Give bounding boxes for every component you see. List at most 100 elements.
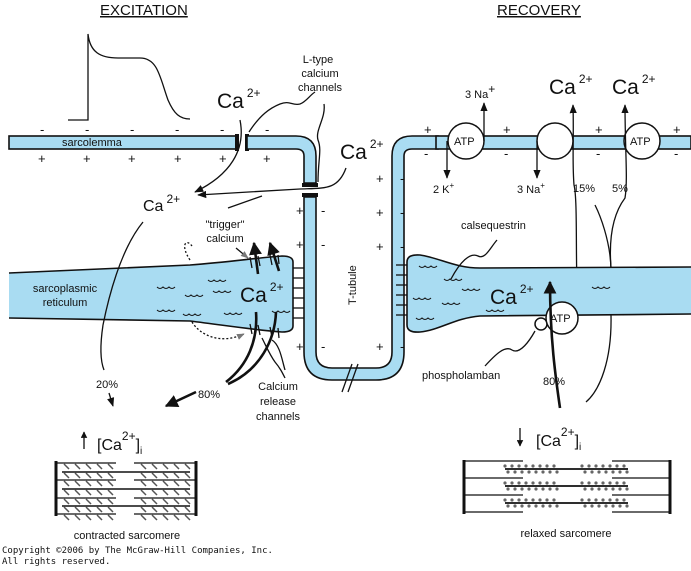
t-tubule-break-mark: [341, 363, 353, 393]
efflux-branch: [594, 204, 612, 269]
myosin-head: [184, 506, 191, 513]
myosin-head: [608, 481, 612, 485]
myosin-head: [107, 498, 114, 505]
percent-5: 5%: [612, 183, 628, 195]
myosin-head: [107, 514, 114, 521]
release-label-1: Calcium: [258, 381, 298, 393]
plus-sign: +: [376, 239, 384, 254]
myosin-head: [548, 504, 552, 508]
myosin-head: [552, 464, 556, 468]
minus-sign: -: [265, 122, 269, 137]
myosin-head: [510, 481, 514, 485]
plus-sign: +: [503, 122, 511, 137]
myosin-head: [513, 470, 517, 474]
l-type-label-1: L-type: [303, 54, 334, 66]
minus-sign: -: [130, 122, 134, 137]
release-arrow-1: [249, 241, 262, 275]
plus-sign: +: [673, 122, 681, 137]
myosin-head: [74, 480, 81, 487]
ca-i-label-left: [Ca2+]i: [97, 429, 142, 457]
myosin-head: [162, 489, 169, 496]
plus-sign: +: [376, 205, 384, 220]
myosin-head: [151, 506, 158, 513]
myosin-head: [552, 481, 556, 485]
myosin-head: [545, 464, 549, 468]
myosin-head: [162, 498, 169, 505]
sarcolemma-bend: [246, 135, 317, 184]
t-tubule-break-mark: [347, 363, 359, 393]
myosin-head: [63, 506, 70, 513]
myosin-head: [184, 514, 191, 521]
minus-sign: -: [321, 339, 325, 354]
myosin-head: [506, 470, 510, 474]
na-out-label: 3 Na+: [465, 82, 495, 101]
trigger-arrow-top: [235, 247, 249, 259]
myosin-head: [151, 480, 158, 487]
myosin-head: [625, 487, 629, 491]
myosin-head: [510, 498, 514, 502]
na-ca-exchanger: [536, 122, 574, 160]
phospholamban-label: phospholamban: [422, 370, 500, 382]
myosin-head: [555, 470, 559, 474]
myosin-head: [545, 498, 549, 502]
title-excitation: EXCITATION: [100, 2, 188, 19]
myosin-head: [615, 464, 619, 468]
myosin-head: [151, 463, 158, 470]
copyright-line-1: Copyright ©2006 by The McGraw-Hill Compa…: [2, 546, 273, 556]
myosin-head: [140, 506, 147, 513]
myosin-head: [140, 514, 147, 521]
plus-sign: +: [296, 339, 304, 354]
release-arrow-2: [267, 241, 281, 272]
calsequestrin-right: [412, 265, 611, 320]
release-label-3: channels: [256, 411, 301, 423]
atp-label-pmca: ATP: [630, 136, 651, 148]
myosin-head: [548, 470, 552, 474]
minus-sign: -: [400, 339, 404, 354]
minus-sign: -: [220, 122, 224, 137]
release-curve-1: [225, 311, 258, 384]
myosin-head: [96, 489, 103, 496]
myosin-head: [162, 514, 169, 521]
percent-80-serca: 80%: [543, 376, 565, 388]
minus-sign: -: [175, 122, 179, 137]
minus-sign: -: [674, 146, 678, 161]
myosin-head: [107, 472, 114, 479]
myosin-head: [510, 464, 514, 468]
plus-sign: +: [595, 122, 603, 137]
myosin-head: [517, 481, 521, 485]
myosin-head: [96, 463, 103, 470]
myosin-head: [63, 463, 70, 470]
myosin-head: [140, 480, 147, 487]
minus-sign: -: [596, 146, 600, 161]
myosin-head: [587, 464, 591, 468]
copyright-notice: Copyright ©2006 by The McGraw-Hill Compa…: [2, 546, 273, 568]
myosin-head: [520, 504, 524, 508]
sr-label-1: sarcoplasmic: [33, 283, 98, 295]
release-pointer-1: [261, 337, 286, 379]
plus-sign: +: [296, 237, 304, 252]
junctional-feet-left: [293, 267, 304, 319]
sarcolemma-left: [8, 134, 317, 184]
myosin-head: [74, 514, 81, 521]
l-type-pointer: [248, 91, 316, 133]
myosin-head: [594, 464, 598, 468]
myosin-head: [604, 504, 608, 508]
k-in-label: 2 K+: [433, 181, 455, 196]
l-type-label-2: calcium: [301, 68, 338, 80]
myosin-head: [63, 514, 70, 521]
myosin-head: [625, 470, 629, 474]
plus-sign: +: [263, 151, 271, 166]
myosin-head: [517, 498, 521, 502]
myosin-head: [107, 489, 114, 496]
plus-sign: +: [296, 203, 304, 218]
myosin-head: [604, 470, 608, 474]
t-tubule-label: T-tubule: [347, 265, 359, 305]
myosin-head: [538, 464, 542, 468]
trigger-dashed-top: [184, 242, 193, 261]
myosin-head: [74, 472, 81, 479]
myosin-head: [74, 489, 81, 496]
myosin-head: [85, 489, 92, 496]
myosin-head: [173, 489, 180, 496]
